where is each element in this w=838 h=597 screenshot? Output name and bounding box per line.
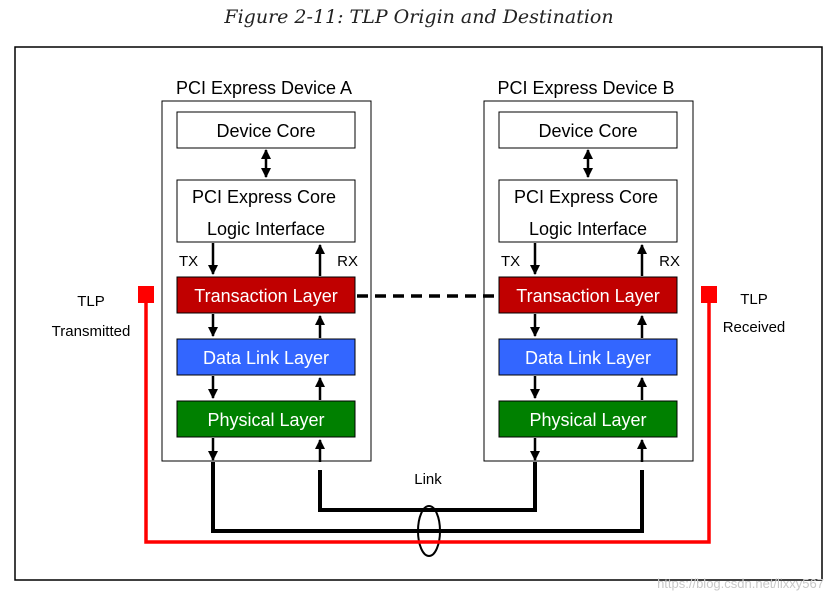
device-a-logic-box — [176, 179, 356, 243]
device-b-core-label: Device Core — [538, 121, 637, 141]
device-a-datalink-layer — [176, 338, 356, 376]
figure-caption: Figure 2-11: TLP Origin and Destination — [224, 6, 614, 28]
device-a-physical-layer — [176, 400, 356, 438]
device-b-datalink-label: Data Link Layer — [525, 348, 651, 368]
tlp-transmit-marker — [138, 286, 154, 303]
tlp-receive-marker — [701, 286, 717, 303]
device-b: PCI Express Device B Device Core PCI Exp… — [483, 78, 694, 462]
link-label: Link — [414, 471, 442, 488]
watermark: https://blog.csdn.net/lixxy567 — [657, 576, 824, 591]
device-b-logic-line2: Logic Interface — [529, 219, 647, 239]
link-wire-a-to-b — [211, 462, 644, 533]
device-b-core-box — [498, 111, 678, 149]
link-wire-b-to-a — [318, 462, 537, 512]
device-b-transaction-label: Transaction Layer — [516, 286, 659, 306]
device-b-title: PCI Express Device B — [497, 78, 674, 98]
device-a-core-label: Device Core — [216, 121, 315, 141]
tlp-received-line1: TLP — [740, 291, 768, 308]
device-a-tx-label: TX — [179, 253, 198, 270]
device-a-datalink-label: Data Link Layer — [203, 348, 329, 368]
device-a-logic-line2: Logic Interface — [207, 219, 325, 239]
device-b-logic-box — [498, 179, 678, 243]
link-ellipse — [417, 505, 441, 557]
device-a-transaction-label: Transaction Layer — [194, 286, 337, 306]
device-a: PCI Express Device A Device Core PCI Exp… — [161, 78, 372, 462]
device-a-physical-label: Physical Layer — [207, 410, 324, 430]
tlp-transmitted-line2: Transmitted — [52, 323, 131, 340]
device-b-rx-label: RX — [659, 253, 680, 270]
device-b-logic-line1: PCI Express Core — [514, 187, 658, 207]
device-b-transaction-layer — [498, 276, 678, 314]
outer-frame — [14, 46, 823, 581]
tlp-path — [144, 292, 711, 544]
device-b-physical-layer — [498, 400, 678, 438]
device-a-core-box — [176, 111, 356, 149]
device-b-tx-label: TX — [501, 253, 520, 270]
device-b-physical-label: Physical Layer — [529, 410, 646, 430]
device-a-rx-label: RX — [337, 253, 358, 270]
tlp-transmitted-line1: TLP — [77, 293, 105, 310]
device-a-transaction-layer — [176, 276, 356, 314]
device-b-datalink-layer — [498, 338, 678, 376]
tlp-received-line2: Received — [723, 319, 786, 336]
device-a-logic-line1: PCI Express Core — [192, 187, 336, 207]
device-a-title: PCI Express Device A — [176, 78, 352, 98]
